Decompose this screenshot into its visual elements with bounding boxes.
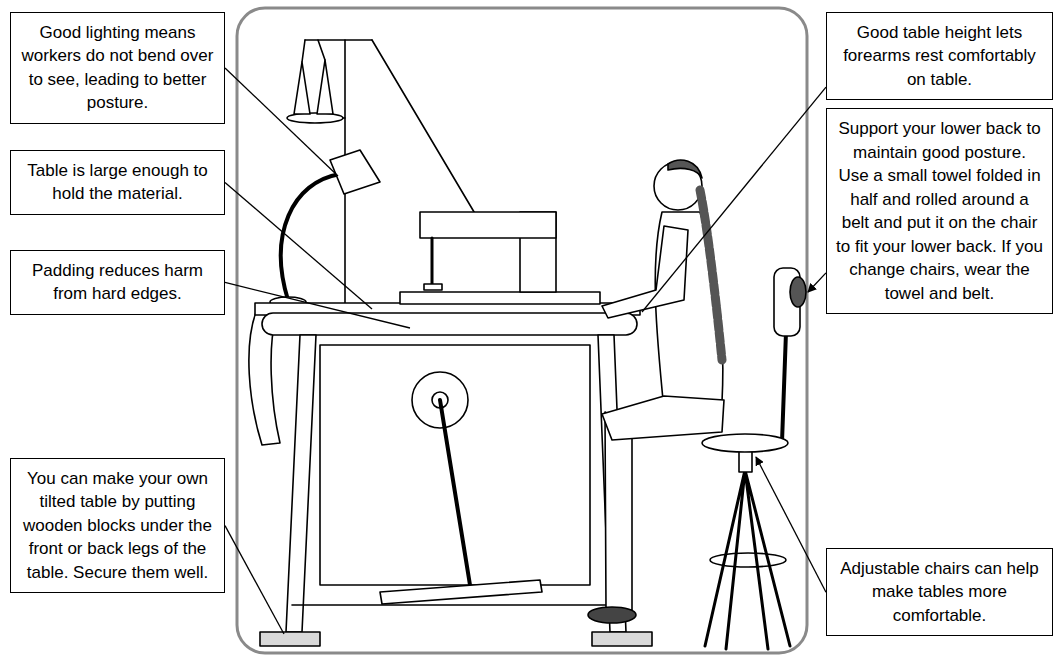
callout-box: Padding reduces harm from hard edges. <box>10 250 225 315</box>
wooden-block <box>592 632 652 646</box>
callout-text: You can make your own tilted table by pu… <box>20 467 215 584</box>
callout-box: Good lighting means workers do not bend … <box>10 12 225 124</box>
frame-outline <box>237 8 807 653</box>
presser-foot <box>424 284 442 290</box>
callout-text: Good lighting means workers do not bend … <box>20 21 215 115</box>
thread-line <box>372 40 480 222</box>
leader-line <box>642 87 826 312</box>
chair-back-post <box>782 332 786 442</box>
callout-text: Table is large enough to hold the materi… <box>20 159 215 206</box>
treadle-rod <box>440 400 470 585</box>
thread-stand-bar <box>305 39 372 41</box>
needle-bar <box>431 238 434 286</box>
callout-text: Adjustable chairs can help make tables m… <box>836 557 1043 627</box>
woman-braid <box>700 190 722 360</box>
woman-shin <box>605 412 632 610</box>
stand-frame <box>320 345 590 585</box>
thread-line <box>302 40 305 62</box>
leader-line <box>756 457 826 592</box>
callout-box: Good table height lets forearms rest com… <box>826 12 1053 100</box>
callout-box: You can make your own tilted table by pu… <box>10 458 225 593</box>
callout-text: Padding reduces harm from hard edges. <box>20 259 215 306</box>
chair-seat <box>702 434 788 452</box>
woman-hair <box>668 160 702 178</box>
wooden-block <box>260 632 320 646</box>
woman-thigh <box>602 396 724 440</box>
machine-arm <box>420 212 556 238</box>
callout-text: Support your lower back to maintain good… <box>836 117 1043 305</box>
lamp-neck <box>281 174 340 300</box>
woman-shoe <box>588 607 636 623</box>
callout-text: Good table height lets forearms rest com… <box>836 21 1043 91</box>
thread-line <box>318 40 325 60</box>
table-leg <box>286 335 316 632</box>
thread-cone <box>317 60 333 114</box>
treadle <box>380 580 542 604</box>
leader-line <box>225 182 372 309</box>
callout-box: Support your lower back to maintain good… <box>826 108 1053 314</box>
machine-base <box>400 292 600 304</box>
chair-foot-ring <box>710 553 786 567</box>
leader-line <box>808 273 826 292</box>
leader-line <box>225 68 338 176</box>
edge-padding <box>262 313 637 335</box>
stand-brace <box>292 604 618 606</box>
leader-line <box>225 282 410 328</box>
lamp-shade <box>330 150 380 194</box>
callout-box: Table is large enough to hold the materi… <box>10 150 225 215</box>
thread-cone <box>294 62 310 114</box>
leader-line <box>225 526 284 634</box>
callout-box: Adjustable chairs can help make tables m… <box>826 548 1053 636</box>
towel-roll <box>790 277 806 307</box>
